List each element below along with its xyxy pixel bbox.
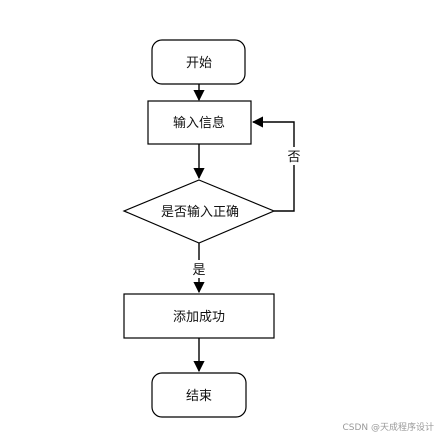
edge-label-no: 否 [287, 150, 300, 165]
no-label-bg [286, 147, 302, 165]
input-node-label: 输入信息 [173, 115, 225, 131]
start-node-label: 开始 [186, 56, 212, 71]
yes-label-bg [190, 260, 208, 278]
start-node: 开始 [151, 39, 246, 85]
add-success-node-label: 添加成功 [173, 310, 225, 325]
decision-node: 是否输入正确 [122, 179, 276, 244]
edge-decision-no-loop [251, 116, 295, 212]
input-node: 输入信息 [147, 100, 252, 145]
decision-node-label: 是否输入正确 [161, 204, 239, 220]
add-success-node: 添加成功 [123, 293, 275, 339]
watermark: CSDN @天成程序设计 [342, 421, 434, 433]
edge-label-yes: 是 [192, 263, 205, 278]
end-node-label: 结束 [186, 389, 212, 404]
end-node: 结束 [151, 372, 247, 418]
